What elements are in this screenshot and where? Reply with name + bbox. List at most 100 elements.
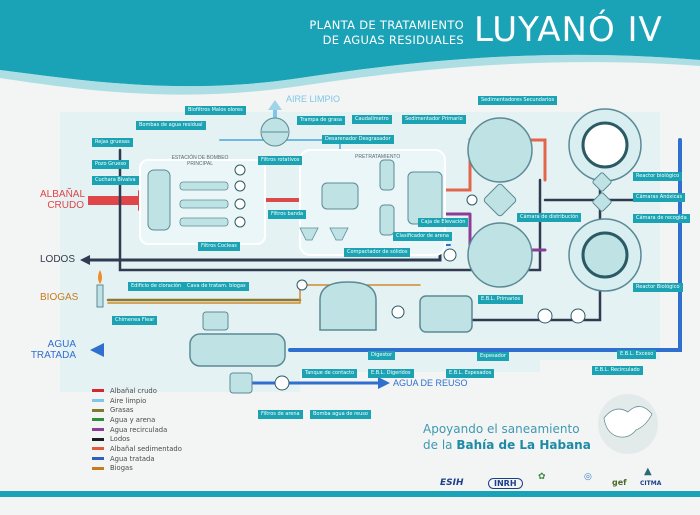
tag-biofiltros: Biofiltros Malos olores [185,106,246,115]
caudalimetro-gauge [466,194,478,206]
legend-item-aire-limpio: Aire limpio [92,396,182,406]
filtro-banda-2 [329,227,349,241]
label-albanal-crudo: ALBAÑAL CRUDO [40,189,86,211]
tag-edificio-cloracion: Edificio de cloración [128,282,185,291]
estacion-line1: ESTACIÓN DE BOMBEO [171,155,229,161]
flare-flame [98,270,102,284]
legend-label: Grasas [110,406,134,415]
un-emblem-icon: ◎ [584,472,592,482]
air-arrow [268,100,282,110]
tag-sedimentador-primario: Sedimentador Primario [402,115,466,124]
anoxic-chamber-1 [592,172,612,192]
legend-swatch [92,447,104,451]
legend-swatch [92,389,104,393]
ebl-digeridos-gauge [391,305,405,319]
tag-bomba-reuso: Bomba agua de reuso [310,410,371,419]
label-pretratamiento: PRETRATAMIENTO [355,154,401,160]
tag-reactor-biologico: Reactor biológico [633,172,683,181]
tag-ebl-exceso: E.B.L. Exceso [617,350,657,359]
support-line2-prefix: de la [423,438,457,452]
legend-label: Aire limpio [110,396,147,405]
tag-compactador: Compactador de sólidos [344,248,411,257]
label-agua-reuso: AGUA DE REUSO [393,378,468,388]
sand-filter [229,372,253,394]
ebl-primarios-gauge [443,248,457,262]
tag-reactor-biologico-2: Reactor Biológico [633,283,683,292]
legend-label: Albañal sedimentado [110,444,182,453]
pozo-grueso-tank [147,169,171,231]
bioreactor-bottom-inner [581,231,629,279]
biogas-gauge [296,279,308,291]
ebl-recirculado-gauge [570,308,586,324]
tag-filtros-banda: Filtros banda [268,210,307,219]
bottom-band [0,491,700,497]
subtitle-line2: DE AGUAS RESIDUALES [322,33,464,47]
desarenador-tank [379,159,395,191]
agua-line1: AGUA [47,339,76,350]
legend-item-grasas: Grasas [92,405,182,415]
logo-inrh: INRH [488,478,523,489]
ebl-exceso-gauge [537,308,553,324]
reuse-arrow [378,377,390,389]
tag-clasificador: Clasificador de arena [393,232,452,241]
pump-gauge-1 [234,164,246,176]
digestor-tank [319,281,377,331]
legend-item-lodos: Lodos [92,434,182,444]
label-lodos: LODOS [40,254,76,265]
pipe-lodos-upper [118,148,542,272]
tag-desarenador: Desarenador Desgrasador [322,135,394,144]
legend-item-albanal-sedimentado: Albañal sedimentado [92,444,182,454]
label-biogas: BIOGAS [40,292,79,303]
bay-map-thumbnail [598,394,658,454]
estacion-line2: PRINCIPAL [186,161,214,167]
albanal-line2: CRUDO [47,200,84,211]
tag-bombas-residual: Bombas de agua residual [136,121,206,130]
logo-citma: CITMA [640,480,662,487]
header-subtitle: PLANTA DE TRATAMIENTO DE AGUAS RESIDUALE… [264,18,464,48]
legend-item-agua-tratada: Agua tratada [92,454,182,464]
anoxic-chamber-2 [592,192,612,212]
tag-tanque-contacto: Tanque de contacto [302,369,358,378]
label-aire-limpio: AIRE LIMPIO [286,94,341,104]
legend-label: Albañal crudo [110,386,157,395]
secondary-settler-top [467,117,533,183]
legend-label: Biogas [110,464,133,473]
reuse-pump-gauge [274,375,290,391]
tag-digestor: Digestor [368,351,396,360]
tag-camara-recogida: Cámara de recogida [633,214,690,223]
subtitle-line1: PLANTA DE TRATAMIENTO [309,18,464,32]
chlorination-building [202,311,229,331]
bioreactor-top-inner [581,121,629,169]
tag-ebl-espesados: E.B.L. Espesados [446,369,495,378]
tag-camara-distribucion: Cámara de distribución [517,213,582,222]
pump-bar-2 [179,199,229,209]
distribution-chamber [483,183,517,217]
pump-gauge-2 [234,180,246,192]
albanal-line1: ALBAÑAL [40,189,86,200]
tag-caja-elevacion: Caja de Elevación [418,218,469,227]
legend-swatch [92,399,104,403]
tag-filtros-arena: Filtros de arena [258,410,303,419]
legend-swatch [92,466,104,470]
label-estacion-bombeo: ESTACIÓN DE BOMBEO PRINCIPAL [165,155,235,167]
agua-line2: TRATADA [30,350,76,361]
tag-ebl-digeridos: E.B.L. Digeridos [368,369,414,378]
tag-ebl-recirculado: E.B.L. Recirculado [592,366,643,375]
page-title: LUYANÓ IV [474,10,663,50]
flare-chimney [96,284,104,308]
tag-camaras-anoxicas: Cámaras Anóxicas [633,193,686,202]
tag-trampa-grasa: Trampa de grasa [297,116,345,125]
citma-triangle-icon: ▲ [644,466,652,477]
legend-label: Agua y arena [110,415,156,424]
legend-item-agua-recirculada: Agua recirculada [92,425,182,435]
support-line2-bold: Bahía de La Habana [456,438,591,452]
tag-sedimentadores-secundarios: Sedimentadores Secundarios [478,96,558,105]
tag-filtros-rotativos: Filtros rotativos [258,156,303,165]
tag-pozo-grueso: Pozo Grueso [92,160,130,169]
legend-swatch [92,457,104,461]
tag-filtros-cocleas: Filtros Cocleas [198,242,240,251]
pump-gauge-3 [234,198,246,210]
legend-swatch [92,428,104,432]
support-line2: de la Bahía de La Habana [423,438,591,452]
